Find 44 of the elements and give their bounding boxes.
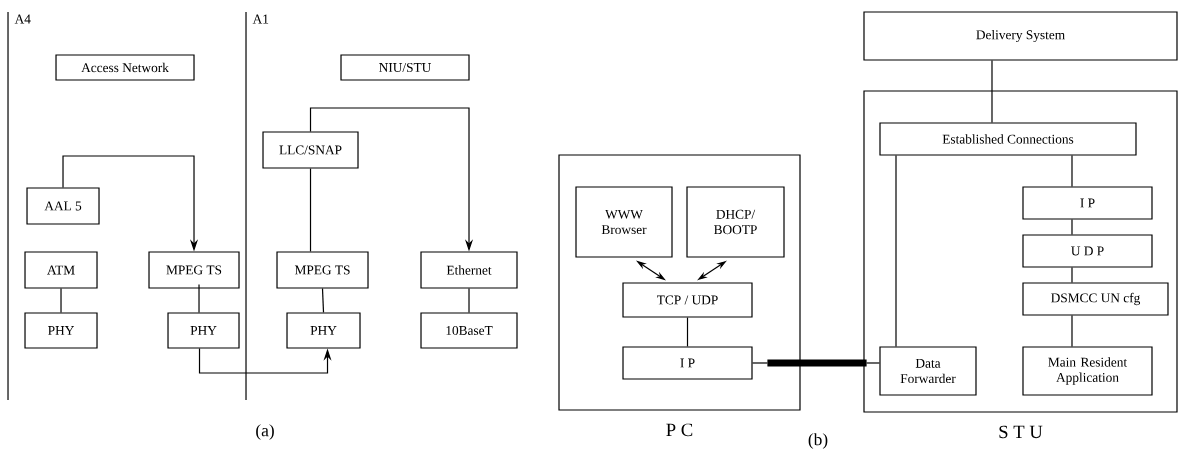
connector-line bbox=[752, 362, 768, 364]
connector-line bbox=[321, 288, 325, 313]
layer-box: MPEG TS bbox=[148, 251, 240, 289]
layer-box: NIU/STU bbox=[340, 54, 470, 81]
connector-line bbox=[1071, 267, 1073, 283]
layer-box: Data Forwarder bbox=[879, 346, 977, 396]
layer-box: U D P bbox=[1022, 234, 1153, 268]
layer-box: AAL 5 bbox=[26, 187, 100, 225]
layer-box: Established Connections bbox=[879, 122, 1137, 156]
layer-box: 10BaseT bbox=[420, 312, 518, 349]
layer-box: PHY bbox=[167, 312, 240, 349]
connector-line bbox=[309, 168, 312, 252]
connector-line bbox=[991, 60, 993, 123]
panel-label: (a) bbox=[256, 424, 274, 440]
connector-line bbox=[1071, 315, 1073, 347]
layer-box: MPEG TS bbox=[276, 251, 369, 289]
connector-line bbox=[1071, 155, 1073, 187]
layer-box: WWW Browser bbox=[575, 186, 673, 258]
connector-line bbox=[1071, 219, 1073, 235]
connector-line bbox=[60, 288, 62, 313]
layer-box: Delivery System bbox=[863, 11, 1178, 61]
node-label: P C bbox=[666, 423, 693, 437]
layer-box: DSMCC UN cfg bbox=[1022, 282, 1169, 316]
connector-line bbox=[468, 288, 470, 313]
layer-box: Main Resident Application bbox=[1022, 346, 1153, 396]
layer-box: PHY bbox=[24, 312, 98, 349]
panel-label: (b) bbox=[808, 433, 828, 449]
layer-box: DHCP/ BOOTP bbox=[686, 186, 785, 258]
connector-line bbox=[895, 155, 897, 347]
layer-box: ATM bbox=[24, 251, 98, 289]
layer-box: I P bbox=[622, 346, 753, 380]
node-label: S T U bbox=[999, 425, 1043, 439]
panel-label: A4 bbox=[14, 14, 31, 24]
cable-bar bbox=[767, 359, 867, 367]
connector-line bbox=[686, 317, 689, 347]
layer-box: TCP / UDP bbox=[622, 282, 753, 318]
layer-box: Ethernet bbox=[420, 251, 518, 289]
connector-line bbox=[198, 284, 200, 313]
panel-label: A1 bbox=[252, 14, 269, 24]
layer-box: Access Network bbox=[55, 54, 195, 81]
layer-box: LLC/SNAP bbox=[262, 131, 359, 169]
connector-line bbox=[866, 362, 880, 364]
layer-box: PHY bbox=[286, 312, 361, 349]
layer-box: I P bbox=[1022, 186, 1153, 220]
